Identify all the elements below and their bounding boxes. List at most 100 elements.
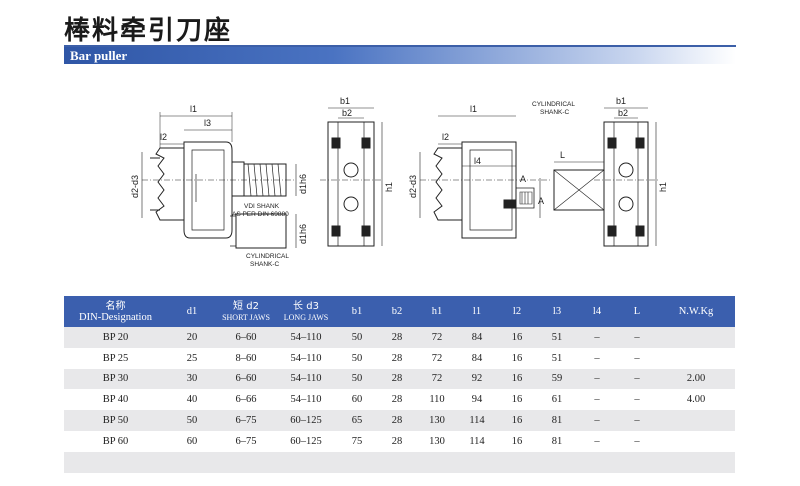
cell-weight [657,451,735,473]
cell-l3: 81 [537,430,577,452]
cell-L: – [617,389,657,411]
cell-l2: 16 [497,368,537,390]
cell-b2: 28 [377,368,417,390]
note-cyl-right-line2: SHANK-C [540,109,570,116]
cell-d1: 50 [167,410,217,431]
cell-d1 [167,451,217,473]
header-l2: l2 [497,296,537,327]
cell-h1: 72 [417,327,457,348]
cell-b1: 50 [337,347,377,369]
header-l4: l4 [577,296,617,327]
dim-l2-left: l2 [160,132,167,142]
dim-d2d3-right: d2-d3 [408,175,418,198]
cell-l1: 114 [457,410,497,431]
cell-d3: 54–110 [275,347,337,369]
cell-d2: 6–75 [217,430,275,452]
cell-l4: – [577,368,617,390]
cell-l4 [577,451,617,473]
cell-b2: 28 [377,430,417,452]
header-designation: 名称 DIN-Designation [64,296,167,327]
dim-b2-right: b2 [618,108,628,118]
header-l1: l1 [457,296,497,327]
header-d1: d1 [167,296,217,327]
cell-l2: 16 [497,347,537,369]
cell-l3: 81 [537,410,577,431]
header-l3: l3 [537,296,577,327]
section-band: Bar puller [64,47,736,64]
cell-d3 [275,451,337,473]
table-row [64,451,735,473]
cell-d1: 25 [167,347,217,369]
cell-l2 [497,451,537,473]
cell-designation: BP 25 [64,347,167,369]
cell-weight [657,430,735,452]
cell-h1: 110 [417,389,457,411]
cell-L: – [617,430,657,452]
cell-L: – [617,347,657,369]
cell-weight [657,410,735,431]
cell-l1 [457,451,497,473]
cell-b2: 28 [377,327,417,348]
left-side-view [141,112,297,249]
dim-b1-left: b1 [340,96,350,106]
cell-weight: 2.00 [657,368,735,390]
cell-d3: 54–110 [275,368,337,390]
dim-l1-right: l1 [470,104,477,114]
dim-b1-right: b1 [616,96,626,106]
cell-d1: 30 [167,368,217,390]
cell-designation: BP 50 [64,410,167,431]
cell-l2: 16 [497,430,537,452]
cell-b2 [377,451,417,473]
cell-l4: – [577,430,617,452]
right-shank-view [553,161,605,211]
cell-designation: BP 40 [64,389,167,411]
cell-d1: 60 [167,430,217,452]
cell-designation: BP 20 [64,327,167,348]
cell-b1 [337,451,377,473]
cell-d3: 54–110 [275,327,337,348]
dim-d2d3-left: d2-d3 [130,175,140,198]
dim-l3-left: l3 [204,118,211,128]
cell-L: – [617,410,657,431]
cell-L: – [617,368,657,390]
cell-designation: BP 60 [64,430,167,452]
cell-l2: 16 [497,327,537,348]
cell-l3: 59 [537,368,577,390]
cell-d3: 60–125 [275,410,337,431]
dim-h1-left: h1 [384,182,394,192]
dim-L: L [560,150,565,160]
header-weight: N.W.Kg [657,296,735,327]
dim-b2-left: b2 [342,108,352,118]
left-end-view [320,107,383,247]
header-b1: b1 [337,296,377,327]
cell-d1: 20 [167,327,217,348]
note-vdi-line1: VDI SHANK [244,203,280,210]
note-cyl-left-line1: CYLINDRICAL [246,253,289,260]
dim-d1h6-cyl: d1h6 [298,224,308,244]
cell-weight [657,347,735,369]
cell-designation: BP 30 [64,368,167,390]
cell-b1: 60 [337,389,377,411]
cell-h1: 72 [417,347,457,369]
dim-d1h6-vdi: d1h6 [298,174,308,194]
cell-l3: 61 [537,389,577,411]
dim-l4-right: l4 [474,156,481,166]
cell-h1: 130 [417,430,457,452]
cell-l3: 51 [537,347,577,369]
cell-h1: 72 [417,368,457,390]
cell-b1: 75 [337,430,377,452]
cell-l1: 114 [457,430,497,452]
cell-d2 [217,451,275,473]
cell-L [617,451,657,473]
right-end-view [594,107,660,247]
cell-b1: 50 [337,368,377,390]
cell-l3 [537,451,577,473]
header-d3: 长 d3 LONG JAWS [275,296,337,327]
title-rule [64,45,736,47]
